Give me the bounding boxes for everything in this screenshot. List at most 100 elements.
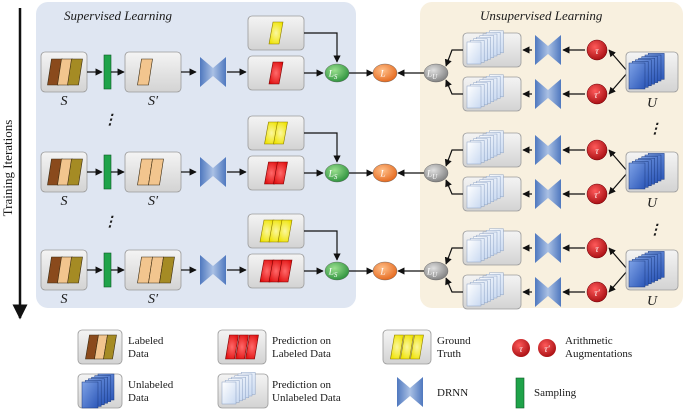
- unlabeled-slice: [81, 381, 99, 409]
- prediction-unlabeled-slice: [221, 381, 237, 405]
- ellipsis: ⋮: [648, 122, 662, 137]
- augmentation-tau-label: τ: [595, 245, 599, 255]
- prediction-labeled-slice: [273, 161, 288, 185]
- prediction-labeled-slice: [268, 61, 284, 85]
- sampled-slice: [159, 256, 175, 284]
- sampled-set-box: [124, 51, 182, 93]
- flow-arrow: [608, 71, 629, 95]
- flow-arrow: [304, 32, 341, 63]
- labeled-set-label: S: [61, 94, 68, 109]
- loss-total: [372, 261, 398, 281]
- loss-unsupervised: [423, 63, 449, 83]
- prediction-labeled-slice: [277, 259, 293, 283]
- flow-arrow: [445, 79, 463, 95]
- prediction-unlabeled-slice: [466, 185, 482, 209]
- flow-arrow: [304, 230, 341, 261]
- legend-prediction-slice: [235, 334, 249, 360]
- drnn-icon: [200, 255, 226, 285]
- drnn-icon: [200, 157, 226, 187]
- drnn-icon: [535, 135, 561, 165]
- ground-truth-slice: [277, 219, 293, 243]
- flow-arrow: [444, 247, 463, 265]
- prediction-unlabeled-slice: [466, 85, 482, 109]
- labeled-set-label: S: [61, 292, 68, 307]
- augmentation-tau-prime-label: τ′: [594, 289, 600, 299]
- flow-arrow: [608, 149, 629, 173]
- sampled-slice: [148, 158, 164, 186]
- legend-tau-prime-label: τ′: [544, 345, 550, 355]
- flow-arrow: [608, 49, 629, 73]
- ground-truth-slice: [273, 121, 288, 145]
- flow-arrow: [444, 149, 463, 167]
- legend-labeled-slice: [103, 334, 117, 360]
- sampled-set-label: S′: [148, 292, 159, 307]
- training-axis-label: Training Iterations: [0, 120, 15, 217]
- flow-arrow: [444, 49, 463, 67]
- drnn-icon: [200, 57, 226, 87]
- prediction-unlabeled-slice: [466, 41, 482, 65]
- ellipsis: ⋮: [103, 113, 117, 128]
- loss-supervised-label: LS: [328, 170, 338, 182]
- prediction-unlabeled-slice: [466, 141, 482, 165]
- sampling-bar: [103, 154, 112, 190]
- legend-tau-label: τ: [519, 345, 523, 355]
- labeled-slice: [67, 58, 83, 86]
- labeled-set-label: S: [61, 194, 68, 209]
- drnn-icon: [397, 377, 423, 407]
- ellipsis: ⋮: [648, 223, 662, 238]
- loss-unsupervised: [423, 261, 449, 281]
- legend-tau-icon: [512, 339, 530, 357]
- labeled-slice: [67, 158, 83, 186]
- loss-unsupervised-label: LU: [426, 268, 438, 280]
- augmentation-tau-prime: [586, 83, 608, 105]
- augmentation-tau: [586, 237, 608, 259]
- sampled-set-label: S′: [148, 94, 159, 109]
- legend-drnn-text: DRNN: [437, 387, 468, 399]
- legend-sampling-text: Sampling: [534, 387, 577, 399]
- drnn-icon: [535, 79, 561, 109]
- loss-supervised-label: LS: [328, 70, 338, 82]
- unsupervised-title: Unsupervised Learning: [480, 8, 603, 23]
- legend-truth-slice: [400, 334, 414, 360]
- ellipsis: ⋮: [103, 215, 117, 230]
- flow-arrow: [608, 247, 629, 271]
- drnn-icon: [535, 233, 561, 263]
- drnn-icon: [535, 179, 561, 209]
- flow-arrow: [608, 269, 629, 293]
- augmentation-tau-prime: [586, 281, 608, 303]
- augmentation-tau: [586, 139, 608, 161]
- unlabeled-slice: [628, 260, 646, 288]
- unlabeled-slice: [628, 162, 646, 190]
- loss-total: [372, 163, 398, 183]
- augmentation-tau-label: τ: [595, 147, 599, 157]
- supervised-title: Supervised Learning: [64, 8, 172, 23]
- legend-prediction-slice: [245, 334, 259, 360]
- unlabeled-set-label: U: [647, 196, 658, 211]
- prediction-unlabeled-slice: [466, 239, 482, 263]
- flow-arrow: [304, 132, 341, 163]
- unlabeled-set-label: U: [647, 294, 658, 309]
- sampled-set-label: S′: [148, 194, 159, 209]
- loss-unsupervised-label: LU: [426, 70, 438, 82]
- augmentation-tau-prime-label: τ′: [594, 91, 600, 101]
- loss-total-label: L: [379, 170, 385, 180]
- augmentation-tau-prime: [586, 183, 608, 205]
- drnn-icon: [535, 277, 561, 307]
- loss-total-label: L: [379, 268, 385, 278]
- sampled-slice: [137, 58, 153, 86]
- flow-arrow: [445, 277, 463, 293]
- flow-arrow: [608, 171, 629, 195]
- ground-truth-slice: [268, 21, 284, 45]
- legend-truth-slice: [410, 334, 424, 360]
- unlabeled-set-label: U: [647, 96, 658, 111]
- legend-tau-prime-icon: [538, 339, 556, 357]
- loss-total-label: L: [379, 70, 385, 80]
